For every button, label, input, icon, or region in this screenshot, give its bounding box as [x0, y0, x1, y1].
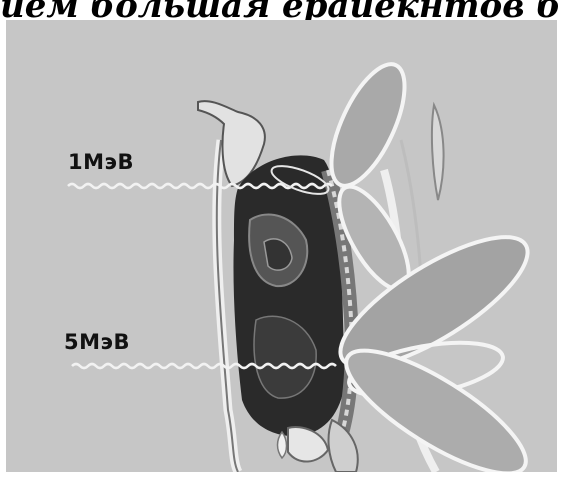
beam-label-1mev: 1МэВ — [68, 150, 134, 174]
beam-label-5mev: 5МэВ — [64, 330, 130, 354]
pelvis-piece-2 — [329, 420, 358, 472]
pelvis-piece-3 — [278, 432, 287, 458]
pelvis-piece-1 — [288, 427, 328, 462]
lobe-5mev-down — [331, 330, 541, 472]
lobe-1mev-up — [317, 54, 420, 196]
diagram-panel: 1МэВ 5МэВ — [6, 20, 557, 472]
radiation-diagram — [6, 20, 557, 472]
right-sliver — [432, 105, 444, 200]
